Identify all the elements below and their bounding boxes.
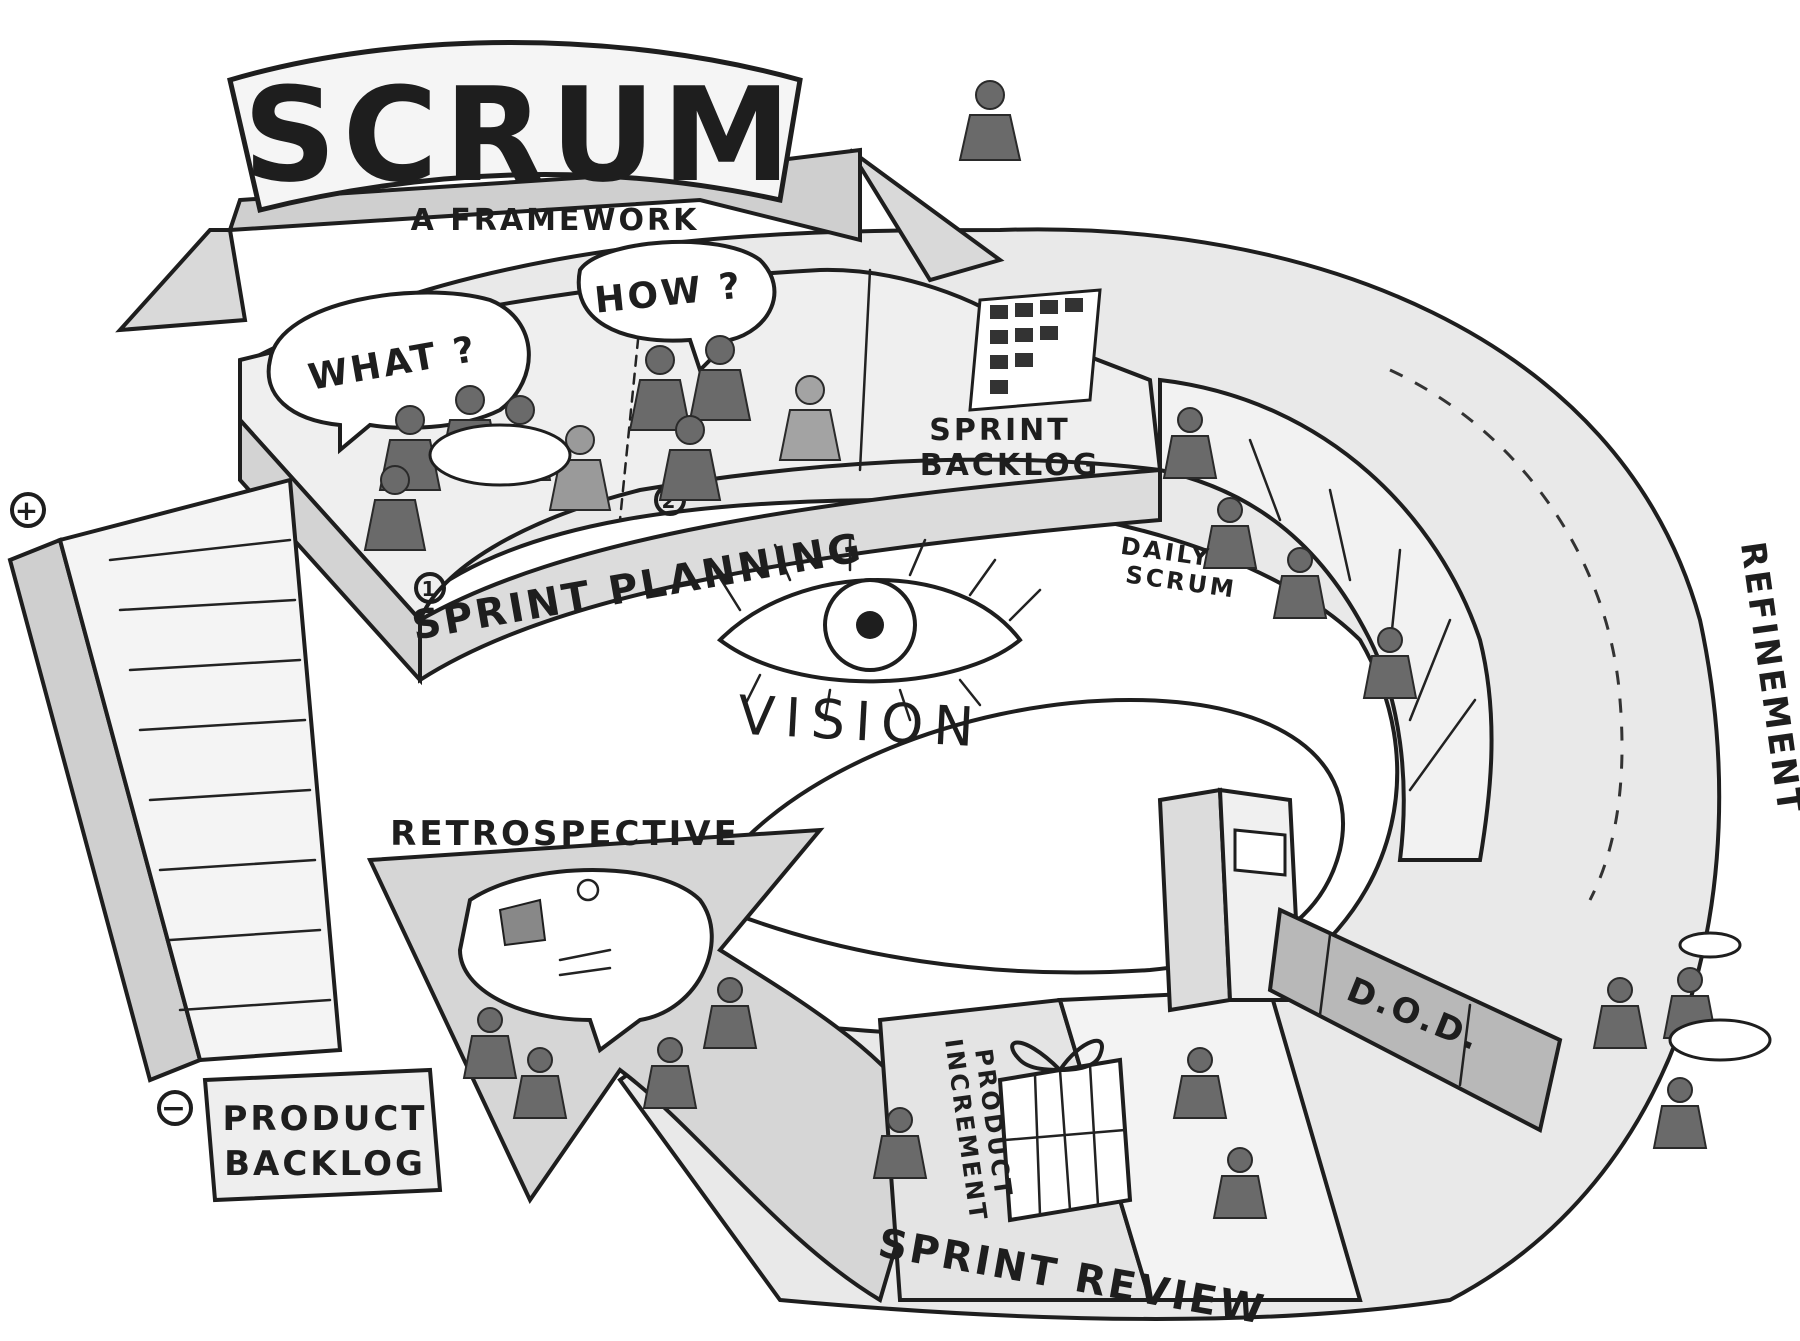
- person-figure: [1172, 1047, 1228, 1119]
- person-figure: [462, 1007, 518, 1079]
- label-product-backlog-line2: BACKLOG: [224, 1144, 426, 1184]
- person-figure: [778, 375, 842, 461]
- team-members: [363, 80, 1718, 1219]
- retrospective-arrow: [366, 827, 933, 1304]
- title-scrum: SCRUM: [243, 59, 797, 211]
- step-1-number: 1: [422, 577, 439, 601]
- label-retrospective: RETROSPECTIVE: [390, 814, 740, 854]
- label-refinement: REFINEMENT: [1732, 539, 1800, 818]
- product-backlog-label-box: [202, 1067, 443, 1203]
- person-figure: [1652, 1077, 1708, 1149]
- title-banner: [115, 40, 1005, 333]
- person-figure: [1592, 977, 1648, 1049]
- planning-table-icon: [428, 423, 572, 487]
- person-figure: [1162, 407, 1218, 479]
- minus-sign: −: [161, 1091, 189, 1126]
- label-sprint-backlog-line1: SPRINT: [929, 413, 1070, 448]
- label-sprint-backlog-line2: BACKLOG: [920, 448, 1101, 483]
- product-increment-gift-icon: [997, 1038, 1133, 1223]
- person-figure: [628, 345, 692, 431]
- person-figure: [1362, 627, 1418, 699]
- refinement-table-icon: [1668, 1018, 1772, 1062]
- person-figure: [872, 1107, 928, 1179]
- subtitle-framework: A FRAMEWORK: [411, 203, 700, 238]
- person-figure: [702, 977, 758, 1049]
- sprint-backlog-board-icon: [968, 288, 1102, 412]
- person-figure: [1212, 1147, 1268, 1219]
- person-figure: [688, 335, 752, 421]
- dod-gate: [1157, 787, 1563, 1133]
- person-figure: [658, 415, 722, 501]
- person-figure: [958, 80, 1022, 161]
- label-product-backlog-line1: PRODUCT: [223, 1099, 428, 1139]
- refinement-dashed-line: [1389, 368, 1624, 901]
- product-backlog-ladder: + −: [7, 477, 343, 1126]
- person-figure: [548, 425, 612, 511]
- person-figure: [642, 1037, 698, 1109]
- vision-eye-icon: [713, 538, 1042, 722]
- person-figure: [1272, 547, 1328, 619]
- person-figure: [512, 1047, 568, 1119]
- person-figure: [1202, 497, 1258, 569]
- refinement-note-icon: [1678, 931, 1742, 959]
- label-vision: VISION: [737, 684, 986, 760]
- person-figure: [363, 465, 427, 551]
- plus-sign: +: [15, 494, 41, 527]
